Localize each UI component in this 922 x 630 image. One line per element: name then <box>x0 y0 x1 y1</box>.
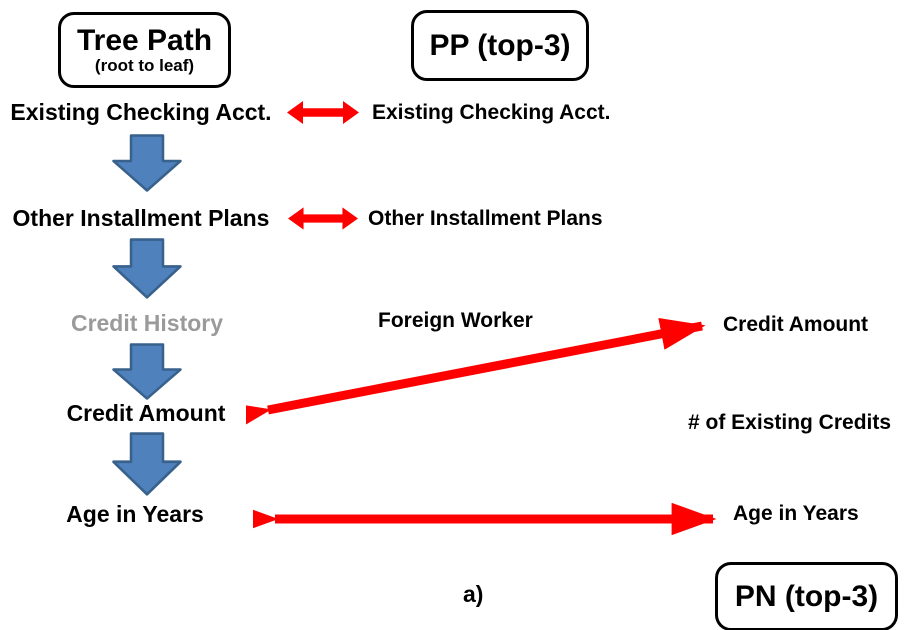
tree-node-age-in-years: Age in Years <box>66 501 204 527</box>
down-arrow-icon <box>112 238 182 299</box>
pp-item-existing-checking-acct: Existing Checking Acct. <box>372 101 611 124</box>
pn-legend-label: PN (top-3) <box>734 579 879 613</box>
match-arrow-credit-amount-icon <box>246 317 706 425</box>
tree-path-legend-box: Tree Path (root to leaf) <box>58 12 231 88</box>
down-arrow-icon <box>112 432 182 496</box>
pn-item-credit-amount: Credit Amount <box>723 313 869 336</box>
pn-item-existing-credits: # of Existing Credits <box>688 411 892 434</box>
figure-caption: a) <box>463 581 484 607</box>
tree-path-title: Tree Path <box>76 24 213 58</box>
tree-node-existing-checking-acct: Existing Checking Acct. <box>10 99 272 125</box>
tree-node-credit-amount: Credit Amount <box>66 400 226 426</box>
tree-node-credit-history: Credit History <box>70 310 224 336</box>
match-arrow-age-in-years-icon <box>253 502 717 536</box>
down-arrow-icon <box>112 343 182 400</box>
match-arrow-other-installment-icon <box>288 207 358 230</box>
pp-legend-label: PP (top-3) <box>429 28 571 62</box>
pp-item-foreign-worker: Foreign Worker <box>378 309 533 332</box>
pp-legend-box: PP (top-3) <box>411 10 589 81</box>
down-arrow-icon <box>112 134 182 192</box>
tree-node-other-installment-plans: Other Installment Plans <box>12 205 270 231</box>
pn-item-age-in-years: Age in Years <box>733 502 859 525</box>
tree-path-subtitle: (root to leaf) <box>94 55 195 75</box>
match-arrow-existing-checking-icon <box>287 101 359 124</box>
pn-legend-box: PN (top-3) <box>715 562 898 630</box>
pp-item-other-installment-plans: Other Installment Plans <box>368 207 603 230</box>
